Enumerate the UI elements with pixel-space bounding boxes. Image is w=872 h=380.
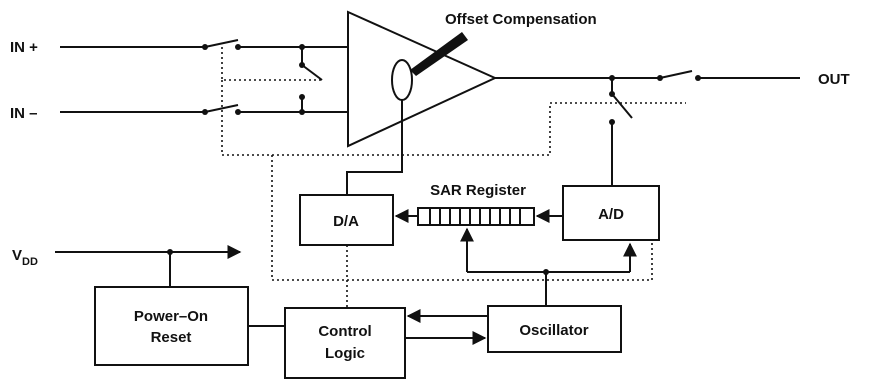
in-minus-label: IN – <box>10 105 38 122</box>
power-section: VDD Power–On Reset <box>12 245 285 366</box>
in-minus-junction <box>299 109 305 115</box>
dotted-logic-loop <box>271 155 653 281</box>
converter-section: D/A SAR Register A/D <box>299 100 660 306</box>
reset-label: Reset <box>151 329 192 346</box>
control-logic-block <box>284 307 406 379</box>
oscillator-block <box>487 305 622 353</box>
sar-register-label: SAR Register <box>430 182 526 199</box>
amplifier-triangle <box>347 10 498 148</box>
dotted-switch-bus <box>221 80 686 156</box>
logic-section: Control Logic Oscillator <box>284 305 622 379</box>
vdd-main: V <box>12 247 22 264</box>
sar-register-cells <box>417 207 535 226</box>
da-block <box>299 194 394 246</box>
offset-compensation-arrow-icon <box>410 32 468 76</box>
control-dotted-lines <box>221 47 686 308</box>
power-on-reset-block <box>94 286 249 366</box>
da-label: D/A <box>333 213 359 230</box>
in-plus-switch <box>204 39 239 48</box>
sar-register-block <box>417 207 535 226</box>
in-plus-label: IN + <box>10 39 38 56</box>
amplifier: Offset Compensation <box>347 10 597 148</box>
vdd-subscript: DD <box>22 256 38 268</box>
logic-label: Logic <box>325 345 365 362</box>
vdd-label: VDD <box>12 247 38 268</box>
power-on-label: Power–On <box>134 308 208 325</box>
out-switch-blade <box>659 70 693 79</box>
input-section: IN + IN – <box>10 39 348 122</box>
oscillator-label: Oscillator <box>519 322 588 339</box>
offset-compensation-label: Offset Compensation <box>445 11 597 28</box>
ad-block <box>562 185 660 241</box>
dotted-input-switch-link <box>221 47 322 81</box>
sar-register-bit-dividers <box>429 208 521 225</box>
offset-to-da-wire <box>346 100 403 195</box>
ad-label: A/D <box>598 206 624 223</box>
output-section: OUT <box>495 70 850 186</box>
in-minus-switch <box>204 104 239 113</box>
control-label: Control <box>318 323 371 340</box>
out-label: OUT <box>818 71 850 88</box>
short-switch-blade <box>301 64 323 81</box>
sample-switch-blade <box>611 93 633 119</box>
